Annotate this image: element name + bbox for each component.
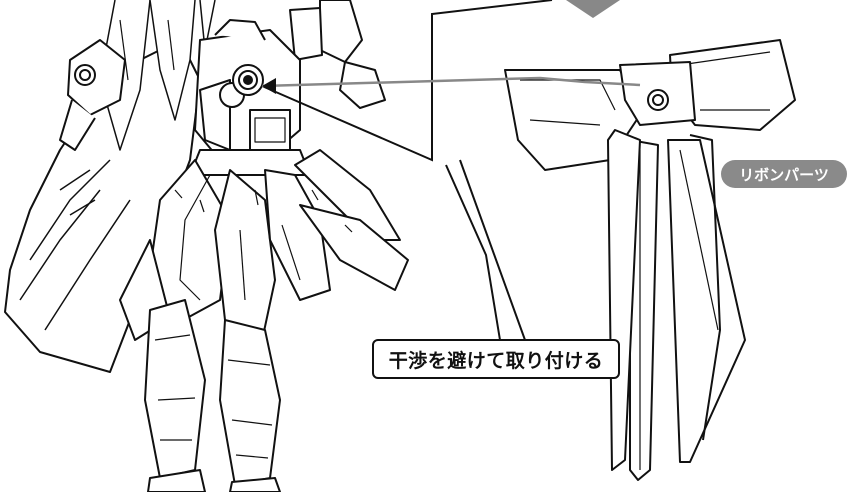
legs [144,299,281,492]
instruction-text: 干渉を避けて取り付ける [388,349,604,372]
ribbon-part-detail [504,39,796,481]
part-name-badge: リボンパーツ [721,160,847,188]
instruction-callout: 干渉を避けて取り付ける [372,339,620,379]
skirt-armor [119,149,409,351]
left-arm [67,39,126,116]
top-pointer-triangle [566,0,620,18]
zoom-frame-lines [261,0,553,341]
attach-direction-arrow [261,76,641,88]
ribbon-right-tail [667,139,746,463]
part-name-text: リボンパーツ [739,165,829,184]
waist-ring [189,149,311,176]
right-arm [319,0,363,63]
arrow-head [262,78,276,94]
figure-back-view [4,0,409,492]
